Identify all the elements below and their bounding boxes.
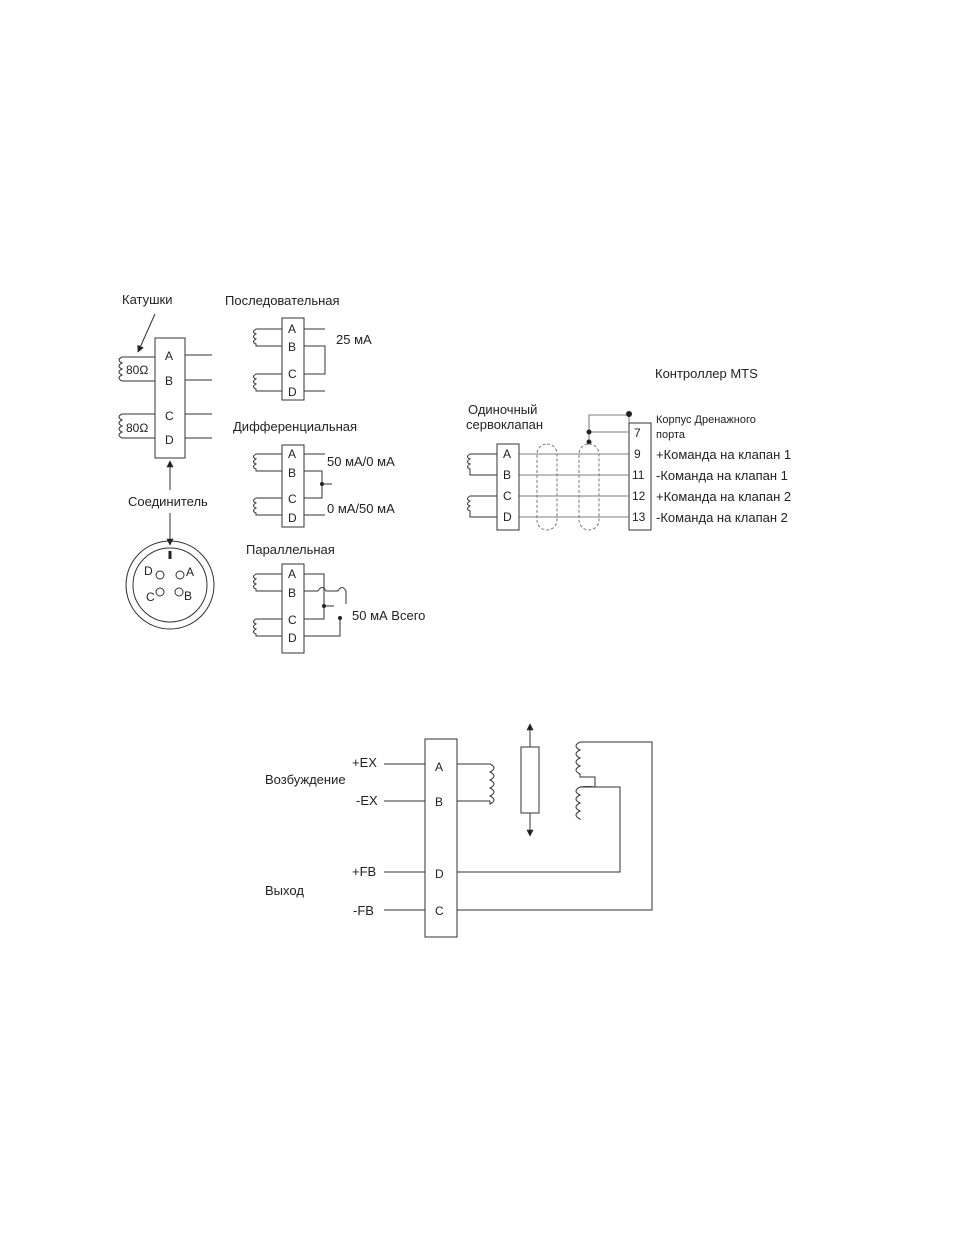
valve-pin-c: C: [503, 489, 512, 503]
signal-minus-fb: -FB: [353, 903, 374, 918]
coil-1-value: 80Ω: [126, 363, 148, 377]
differential-pin-a: A: [288, 447, 296, 461]
controller-terminal-block: [628, 422, 652, 531]
terminal-9-desc: +Команда на клапан 1: [656, 447, 791, 462]
connector-label: Соединитель: [128, 494, 208, 509]
valve-label-line2: сервоклапан: [466, 417, 543, 432]
coils-section: Катушки 80Ω 80Ω A B C D Соединитель D: [118, 292, 215, 630]
series-connection: Последовательная A B C D 25 мА: [225, 293, 372, 401]
terminal-13: 13: [632, 510, 646, 524]
signal-minus-ex: -EX: [356, 793, 378, 808]
coil-2-value: 80Ω: [126, 421, 148, 435]
terminal-9: 9: [634, 447, 641, 461]
terminal-13-desc: -Команда на клапан 2: [656, 510, 788, 525]
series-pin-b: B: [288, 340, 296, 354]
series-pin-d: D: [288, 385, 297, 399]
coil-pin-c: C: [165, 409, 174, 423]
lvdt-pin-d: D: [435, 867, 444, 881]
parallel-title: Параллельная: [246, 542, 335, 557]
terminal-12-desc: +Команда на клапан 2: [656, 489, 791, 504]
series-current: 25 мА: [336, 332, 372, 347]
series-title: Последовательная: [225, 293, 340, 308]
cable-shield-1: [536, 443, 558, 531]
coils-label: Катушки: [122, 292, 173, 307]
differential-pin-c: C: [288, 492, 297, 506]
lvdt-pin-b: B: [435, 795, 443, 809]
excitation-label: Возбуждение: [265, 772, 346, 787]
round-connector: D A C B: [125, 540, 215, 630]
lvdt-terminal-block: [424, 738, 458, 938]
terminal-7-desc-line2: порта: [656, 429, 686, 441]
connector-pin-b: B: [184, 589, 192, 603]
lvdt-pin-a: A: [435, 760, 443, 774]
output-label: Выход: [265, 883, 304, 898]
mts-controller-section: Контроллер MTS Одиночный сервоклапан A B…: [466, 366, 791, 531]
differential-current-top: 50 мА/0 мА: [327, 454, 395, 469]
valve-label-line1: Одиночный: [468, 402, 537, 417]
differential-title: Дифференциальная: [233, 419, 357, 434]
terminal-7: 7: [634, 426, 641, 440]
differential-connection: Дифференциальная A B C D 50 мА/0 мА 0 мА…: [233, 419, 395, 528]
coils-arrow: [137, 313, 156, 353]
valve-pin-b: B: [503, 468, 511, 482]
cable-shield-2: [578, 443, 600, 531]
parallel-pin-a: A: [288, 567, 296, 581]
differential-pin-b: B: [288, 466, 296, 480]
differential-current-bottom: 0 мА/50 мА: [327, 501, 395, 516]
coil-pin-d: D: [165, 433, 174, 447]
differential-pin-d: D: [288, 511, 297, 525]
coil-1-symbol: [118, 356, 155, 382]
lvdt-core: [520, 746, 540, 814]
coil-terminal-block: [154, 337, 186, 459]
valve-pin-a: A: [503, 447, 511, 461]
series-pin-a: A: [288, 322, 296, 336]
terminal-12: 12: [632, 489, 646, 503]
coil-pin-b: B: [165, 374, 173, 388]
parallel-pin-c: C: [288, 613, 297, 627]
series-pin-c: C: [288, 367, 297, 381]
terminal-7-desc-line1: Корпус Дренажного: [656, 414, 756, 426]
lvdt-section: Возбуждение Выход +EX -EX +FB -FB A B D …: [265, 723, 653, 938]
parallel-pin-b: B: [288, 586, 296, 600]
coil-2-symbol: [118, 413, 155, 439]
secondary-coils: [575, 741, 596, 820]
primary-coil: [457, 763, 495, 805]
connector-pin-d: D: [144, 564, 153, 578]
valve-pin-d: D: [503, 510, 512, 524]
connector-pin-a: A: [186, 565, 194, 579]
parallel-current: 50 мА Всего: [352, 608, 425, 623]
mts-title: Контроллер MTS: [655, 366, 758, 381]
lvdt-pin-c: C: [435, 904, 444, 918]
terminal-11: 11: [632, 468, 645, 482]
valve-terminal-block: [496, 443, 520, 531]
parallel-pin-d: D: [288, 631, 297, 645]
signal-plus-fb: +FB: [352, 864, 376, 879]
signal-plus-ex: +EX: [352, 755, 377, 770]
coil-pin-a: A: [165, 349, 173, 363]
connector-pin-c: C: [146, 590, 155, 604]
parallel-connection: Параллельная A B C D 50 мА Всего: [246, 542, 425, 654]
terminal-11-desc: -Команда на клапан 1: [656, 468, 788, 483]
